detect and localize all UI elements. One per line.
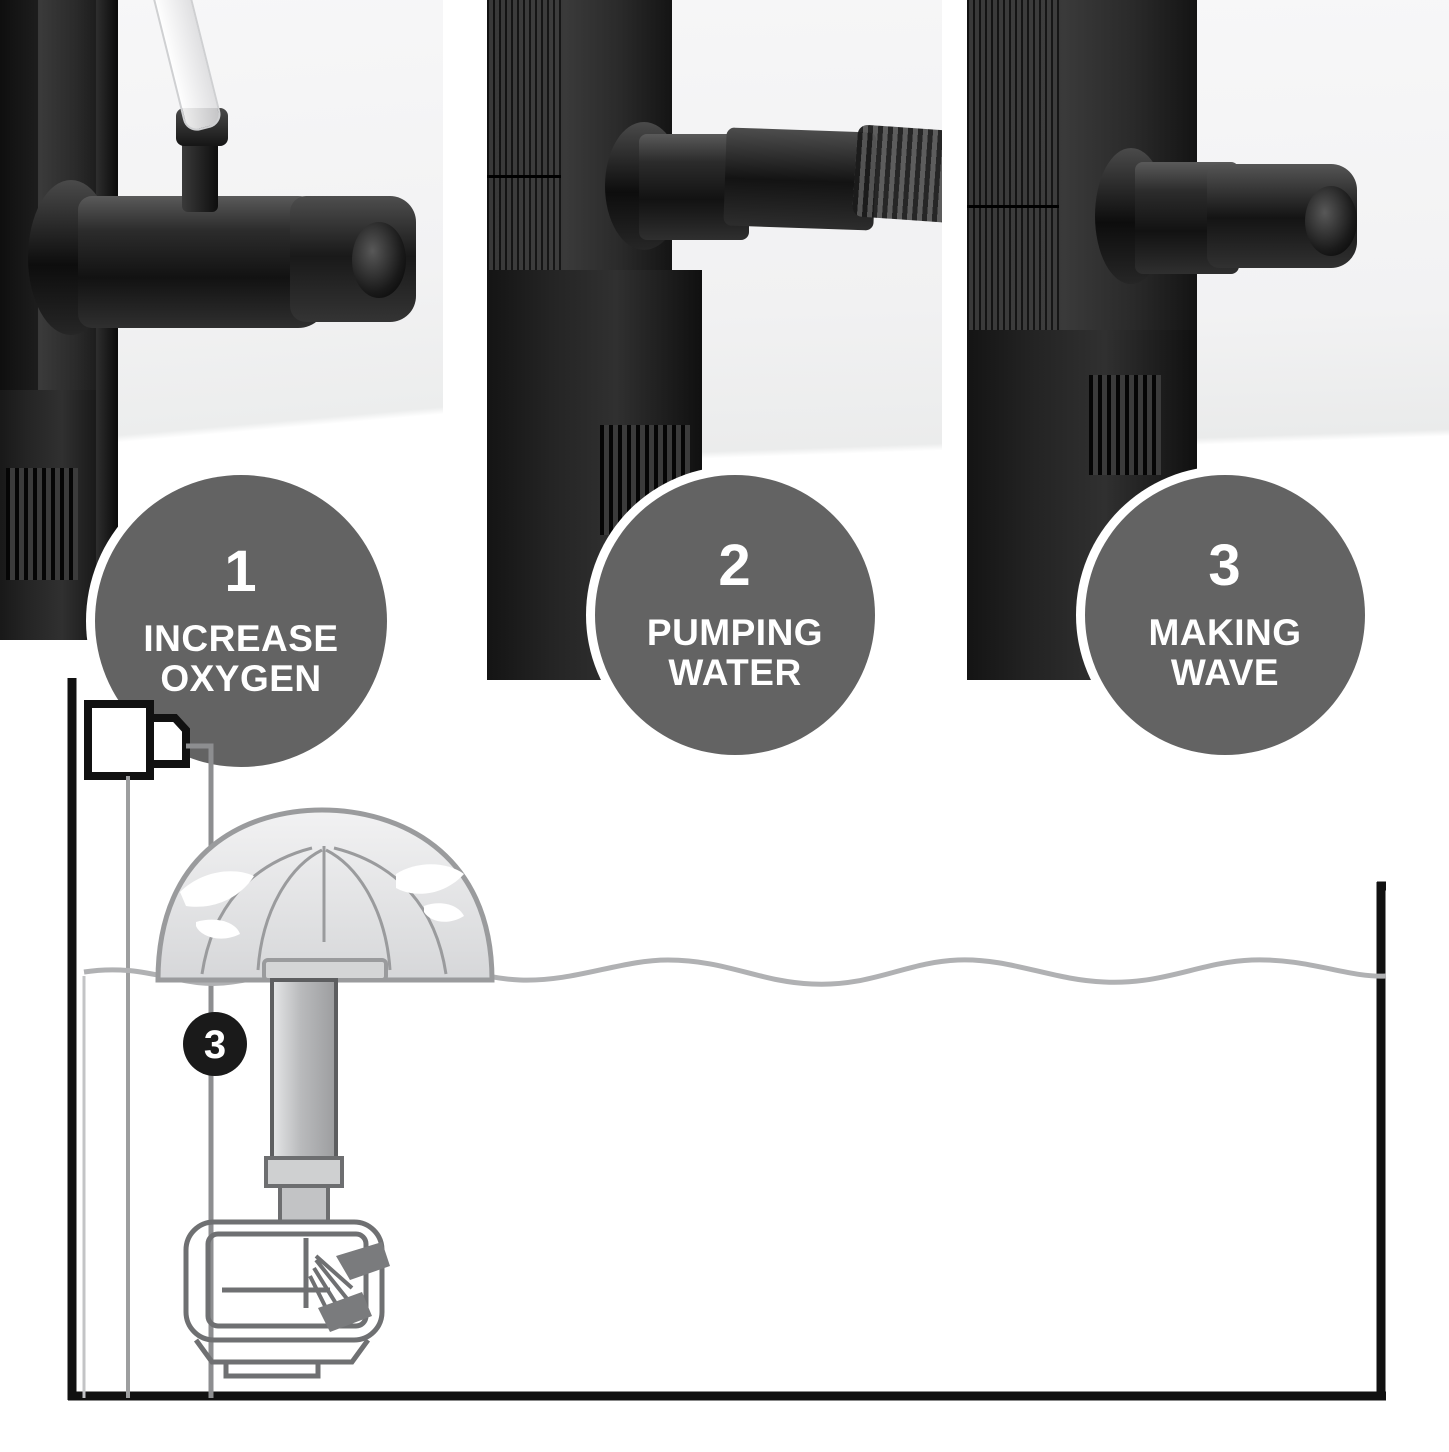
outlet-bore-1 [352,222,406,298]
nozzle-bore-3 [1305,186,1357,256]
power-cord-and-plug [84,700,214,1398]
pump-seam-3 [967,205,1059,208]
pump-vent-3 [1089,375,1161,475]
photo-panel-1 [0,0,443,680]
badge-label-1-line1: INCREASE [143,618,339,660]
spray-dome [155,807,495,983]
badge-making-wave[interactable]: 3 MAKING WAVE [1085,475,1365,755]
tank-frame [67,678,1386,1401]
diagram-marker-3-label: 3 [204,1023,226,1067]
badge-label-2-line1: PUMPING [646,612,824,654]
aquarium-diagram: 3 [0,660,1449,1452]
pump-body-edge-1 [0,0,38,415]
corrugated-hose-2 [851,124,942,224]
badge-label-1-line2: OXYGEN [160,658,322,699]
diagram-marker-3-circle [183,1012,247,1076]
left-pump-flow-arrows [318,1242,390,1332]
photo-strip [0,0,1449,680]
badge-number-1: 1 [224,539,258,605]
pump-vent-1 [6,468,78,580]
badge-number-3: 3 [1208,533,1242,599]
badge-pumping-water[interactable]: 2 PUMPING WATER [595,475,875,755]
badge-label-3-line2: WAVE [1170,652,1280,693]
badge-label-3-line1: MAKING [1148,612,1302,654]
outlet-body-1 [78,196,328,328]
left-pump [183,1219,385,1379]
badge-number-2: 2 [718,533,752,599]
badge-label-2-line2: WATER [668,652,802,693]
pump-seam-2 [487,175,561,178]
photo-panel-2 [487,0,942,680]
spray-riser-tube [264,978,344,1224]
